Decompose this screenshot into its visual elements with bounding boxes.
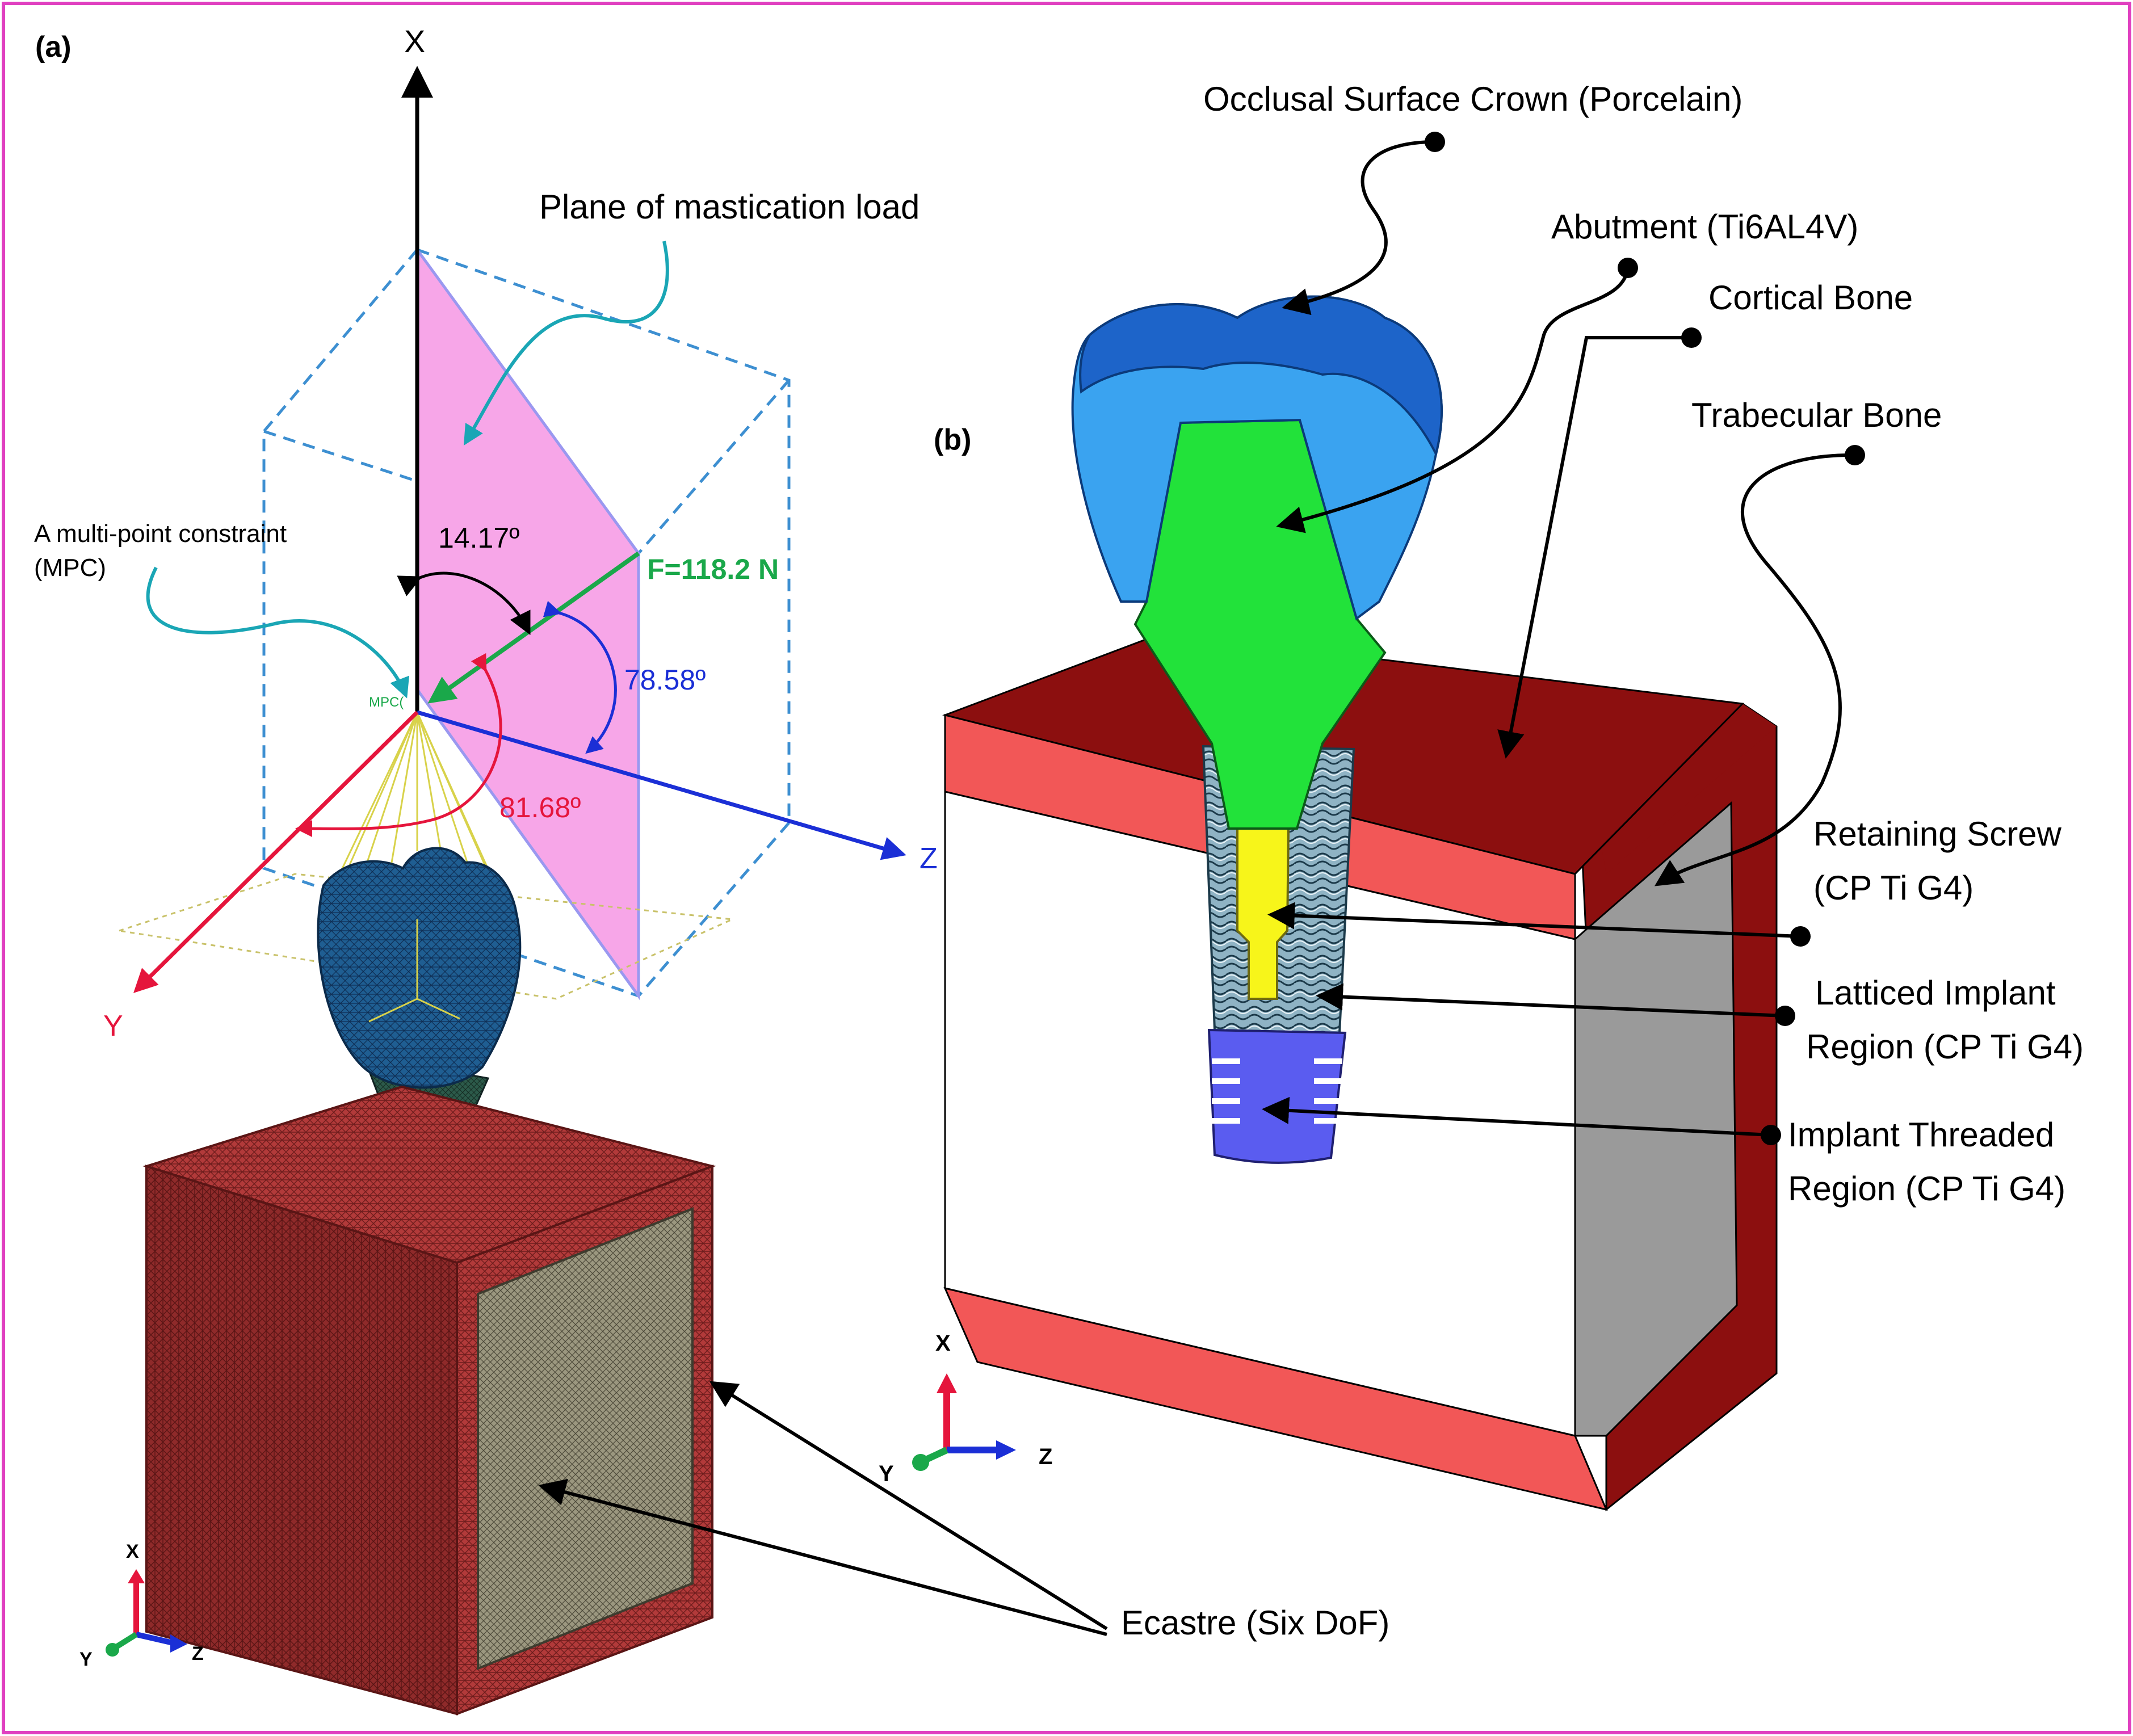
- triad-b-y: Y: [879, 1461, 894, 1486]
- encastre-label: Ecastre (Six DoF): [1121, 1604, 1389, 1642]
- triad-b-x: X: [935, 1331, 951, 1356]
- panel-b: (b): [879, 80, 2084, 1512]
- abutment-label: Abutment (Ti6AL4V): [1551, 208, 1858, 246]
- screw-label-line1: Retaining Screw: [1813, 815, 2062, 853]
- meshed-bone-block: [142, 1085, 716, 1716]
- trabecular-label: Trabecular Bone: [1691, 396, 1942, 434]
- triad-a-x: X: [126, 1541, 139, 1562]
- triad-b: X Y Z: [879, 1331, 1052, 1486]
- trabecular-leader: [1654, 453, 1855, 886]
- triad-a-y: Y: [79, 1649, 93, 1670]
- mpc-leader: [146, 566, 410, 699]
- crown-label: Occlusal Surface Crown (Porcelain): [1203, 80, 1742, 118]
- screw-leader: [1267, 902, 1801, 938]
- angle-vertical-label: 14.17º: [438, 522, 519, 554]
- implant-assembly: [1071, 295, 1443, 1164]
- encastre-arrow-1: [709, 1381, 1108, 1630]
- panel-a: (a) X: [34, 23, 1389, 1716]
- angle-arc-z: [543, 600, 617, 754]
- threaded-label-line2: Region (CP Ti G4): [1788, 1170, 2065, 1208]
- trabecular-side: [1574, 801, 1738, 1437]
- triad-a: X Y Z: [79, 1541, 204, 1670]
- z-axis-line: [417, 710, 906, 860]
- y-axis-label: Y: [103, 1010, 123, 1043]
- abutment-leader: [1276, 267, 1630, 533]
- angle-arc-vertical: [397, 571, 531, 635]
- plane-leader: [463, 241, 669, 446]
- threaded-leader: [1262, 1096, 1771, 1137]
- mpc-label-line2: (MPC): [34, 554, 106, 582]
- angle-z-label: 78.58º: [624, 664, 706, 696]
- cortical-leader: [1497, 336, 1691, 759]
- crown-occlusal-top: [1079, 295, 1443, 457]
- encastre-arrow-2: [538, 1478, 1107, 1636]
- angle-arc-y: [295, 653, 502, 838]
- mpc-tag: MPC(: [369, 695, 404, 710]
- threaded-label-line1: Implant Threaded: [1788, 1116, 2054, 1154]
- z-axis-label: Z: [919, 842, 938, 875]
- lattice-leader: [1316, 983, 1786, 1018]
- cortical-label: Cortical Bone: [1708, 279, 1913, 317]
- plane-label: Plane of mastication load: [539, 188, 919, 226]
- x-axis-label: X: [404, 23, 425, 59]
- cortical-bottom-band: [943, 1287, 1608, 1511]
- threaded-implant: [1207, 1028, 1347, 1164]
- screw-label-line2: (CP Ti G4): [1813, 869, 1974, 907]
- triad-a-z: Z: [192, 1643, 204, 1664]
- bone-block: [942, 632, 1778, 1512]
- encastre-face: [477, 1207, 694, 1670]
- panel-a-label: (a): [35, 31, 72, 64]
- lattice-label-line2: Region (CP Ti G4): [1806, 1028, 2084, 1066]
- force-label: F=118.2 N: [647, 553, 779, 585]
- angle-y-label: 81.68º: [499, 792, 581, 823]
- panel-b-label: (b): [934, 423, 971, 456]
- mpc-label-line1: A multi-point constraint: [34, 520, 287, 548]
- retaining-screw: [1236, 827, 1290, 1000]
- crown-leader: [1282, 140, 1435, 316]
- triad-b-z: Z: [1039, 1444, 1052, 1469]
- lattice-label-line1: Latticed Implant: [1815, 974, 2056, 1012]
